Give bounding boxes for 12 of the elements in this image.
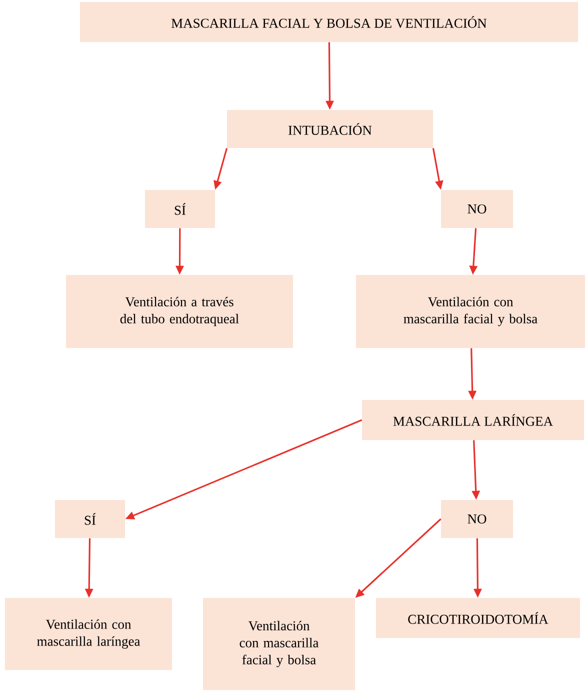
process-box: SÍ — [55, 500, 125, 538]
process-box: Ventilación con mascarilla facial y bolsa — [356, 275, 585, 348]
process-box: NO — [441, 190, 513, 228]
process-box: CRICOTIROIDOTOMÍA — [376, 598, 580, 638]
process-box: Ventilación con mascarilla laríngea — [5, 598, 172, 670]
process-box: NO — [441, 500, 513, 538]
process-box: Ventilación con mascarilla facial y bolsa — [203, 598, 355, 690]
process-box: INTUBACIÓN — [227, 110, 433, 148]
process-box: SÍ — [145, 190, 215, 228]
process-box: Ventilación a través del tubo endotraqueal — [66, 275, 293, 348]
process-box: MASCARILLA FACIAL Y BOLSA DE VENTILACIÓN — [80, 2, 578, 42]
process-box: MASCARILLA LARÍNGEA — [362, 400, 584, 440]
